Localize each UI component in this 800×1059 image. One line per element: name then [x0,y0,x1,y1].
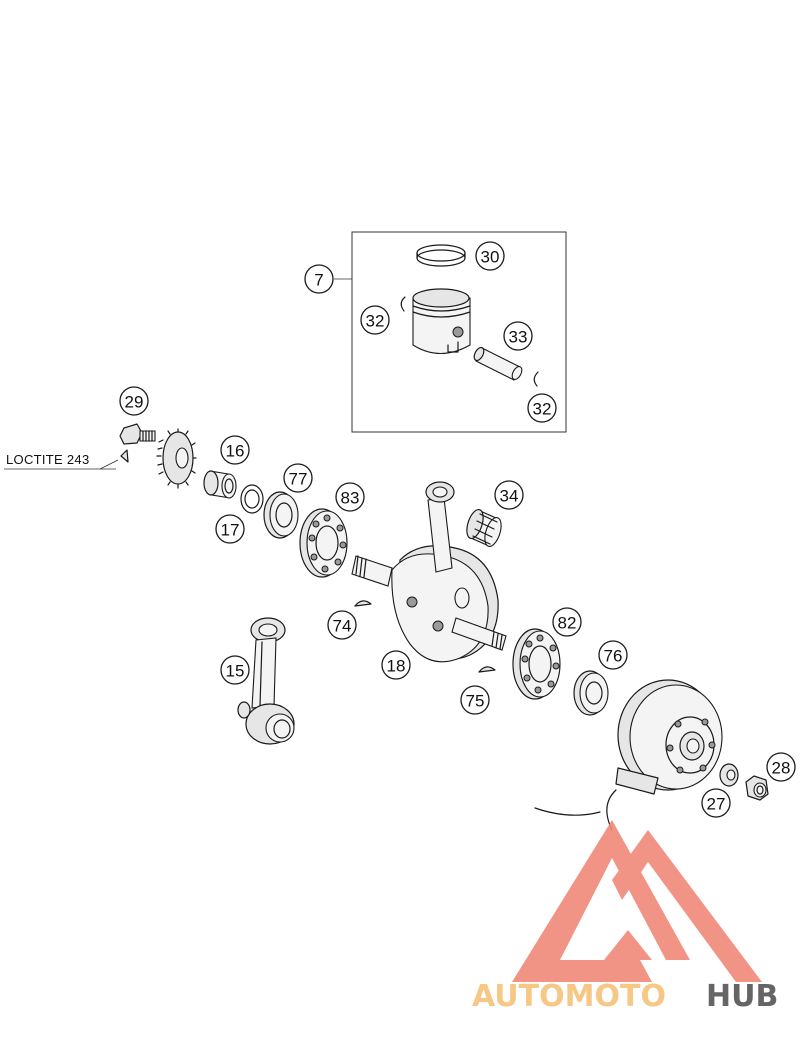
watermark-text-auto: AUTOMOTO [472,979,666,1014]
svg-text:75: 75 [466,692,485,711]
washer-right [719,763,739,787]
svg-text:18: 18 [387,657,406,676]
woodruff-key-left [354,600,372,607]
callout-32-lower: 32 [527,393,557,423]
circlip-lower [533,371,539,387]
svg-text:74: 74 [333,617,352,636]
piston-kit-box [334,231,567,433]
callout-76: 76 [598,640,628,670]
callout-75: 75 [460,685,490,715]
ball-bearing-left [299,508,348,578]
washer [240,484,264,514]
piston-pin [473,346,523,381]
circlip-upper [400,296,406,312]
svg-text:7: 7 [314,271,323,290]
callout-74: 74 [327,610,357,640]
svg-text:17: 17 [221,521,240,540]
svg-text:33: 33 [509,328,528,347]
callout-15: 15 [220,655,250,685]
svg-text:34: 34 [500,487,519,506]
watermark-triangle [512,820,690,982]
callout-33: 33 [503,321,533,351]
nut [745,775,769,801]
shaft-seal [263,491,299,539]
callout-83: 83 [335,482,365,512]
woodruff-key-right [478,666,496,673]
crankshaft [351,481,507,663]
loctite-label: LOCTITE 243 [6,452,90,467]
callout-28: 28 [766,752,796,782]
needle-bearing [466,508,502,547]
callout-7: 7 [304,264,334,294]
svg-text:32: 32 [533,400,552,419]
callout-30: 30 [475,241,505,271]
svg-text:32: 32 [366,312,385,331]
svg-text:28: 28 [772,759,791,778]
svg-text:30: 30 [481,248,500,267]
callout-27: 27 [701,788,731,818]
ball-bearing-right [512,628,561,700]
svg-text:16: 16 [226,442,245,461]
callout-17: 17 [215,514,245,544]
watermark-text-hub: HUB [706,979,778,1014]
callout-16: 16 [220,435,250,465]
piston [412,288,471,355]
bolt [119,423,156,445]
piston-ring [416,244,466,267]
bearing-bush [203,470,237,499]
svg-text:76: 76 [604,647,623,666]
connecting-rod [237,617,295,745]
svg-text:29: 29 [125,393,144,412]
gear [156,428,197,489]
callout-77: 77 [283,463,313,493]
callout-82: 82 [552,607,582,637]
callout-18: 18 [381,650,411,680]
callout-29: 29 [119,386,149,416]
svg-text:77: 77 [289,470,308,489]
svg-text:15: 15 [226,662,245,681]
svg-text:83: 83 [341,489,360,508]
callout-32-upper: 32 [360,305,390,335]
svg-text:82: 82 [558,614,577,633]
watermark-logo: AUTOMOTO HUB [472,820,778,1014]
callout-34: 34 [494,480,524,510]
svg-text:27: 27 [707,795,726,814]
loctite-note: LOCTITE 243 [4,449,129,470]
rotor-stator [534,679,723,831]
shaft-seal-right [573,670,609,716]
